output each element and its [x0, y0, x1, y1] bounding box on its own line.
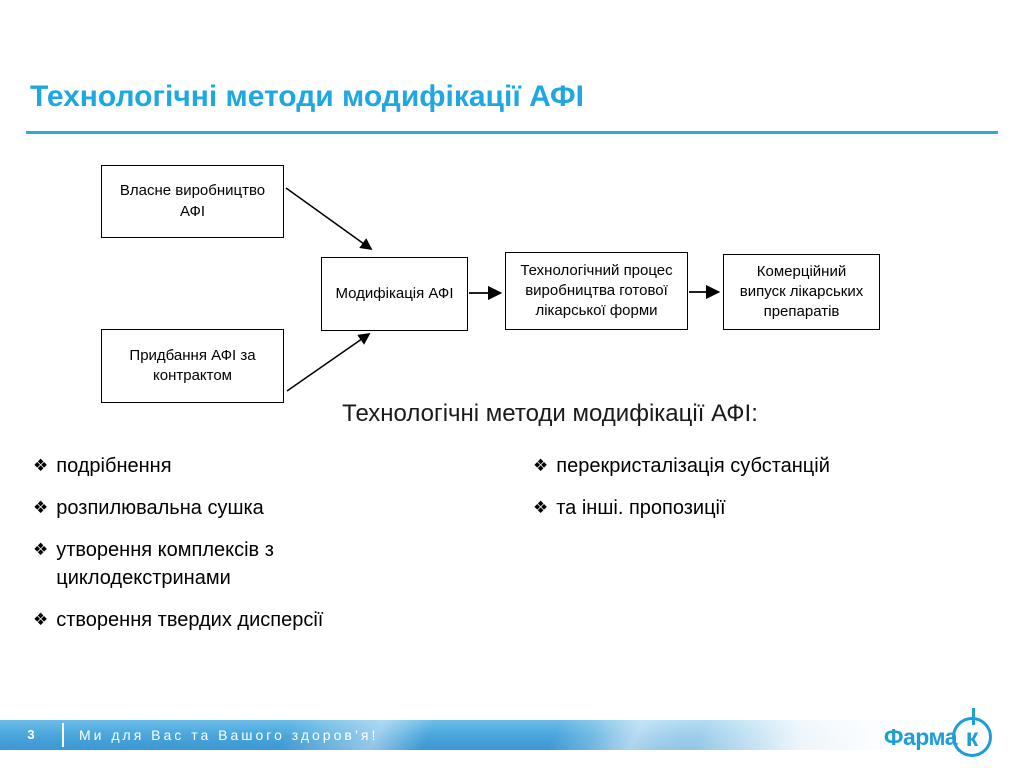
bullet-text: створення твердих дисперсії [56, 609, 324, 631]
flow-box-label: Власне виробництво АФІ [119, 182, 266, 220]
bullet-text: подрібнення [56, 455, 172, 477]
flow-box-label: Комерційний випуск лікарських препаратів [739, 262, 864, 321]
footer-slogan: Ми для Вас та Вашого здоров’я! [79, 727, 379, 743]
flow-box-label: Технологічний процес виробництва готової… [520, 261, 673, 320]
flow-box-contract-purchase: Придбання АФІ за контрактом [101, 329, 284, 403]
bullet-list-right: ❖ перекристалізація субстанцій ❖ та інші… [533, 452, 903, 536]
list-item: ❖ перекристалізація субстанцій [533, 452, 903, 480]
bullet-list-left: ❖ подрібнення ❖ розпилювальна сушка ❖ ут… [33, 452, 343, 648]
flow-box-label: Придбання АФІ за контрактом [129, 346, 256, 384]
diamond-bullet-icon: ❖ [533, 456, 549, 475]
flow-box-modification: Модифікація АФІ [321, 257, 468, 331]
logo-text: Фарма [883, 723, 958, 750]
bullet-text: утворення комплексів з циклодекстринами [56, 539, 274, 589]
title-underline [26, 131, 998, 134]
diamond-bullet-icon: ❖ [33, 610, 49, 629]
list-item: ❖ утворення комплексів з циклодекстринам… [33, 536, 343, 592]
page-number: 3 [27, 727, 35, 742]
diamond-bullet-icon: ❖ [533, 498, 549, 517]
diamond-bullet-icon: ❖ [33, 456, 49, 475]
list-item: ❖ створення твердих дисперсії [33, 606, 343, 634]
arrow-own-to-modification [285, 187, 373, 251]
logo-circle-icon: к [952, 708, 992, 757]
bullet-text: та інші. пропозиції [556, 497, 726, 519]
farmak-logo: Фарма к [883, 708, 992, 762]
list-item: ❖ розпилювальна сушка [33, 494, 343, 522]
flow-box-tech-process: Технологічний процес виробництва готової… [505, 252, 688, 330]
list-item: ❖ подрібнення [33, 452, 343, 480]
logo-letter-k: к [965, 723, 979, 752]
flow-box-commercial-release: Комерційний випуск лікарських препаратів [723, 254, 880, 330]
bullet-text: розпилювальна сушка [56, 497, 264, 519]
diamond-bullet-icon: ❖ [33, 498, 49, 517]
arrow-contract-to-modification [286, 332, 371, 392]
footer-bar: 3 Ми для Вас та Вашого здоров’я! [0, 720, 1024, 750]
list-item: ❖ та інші. пропозиції [533, 494, 903, 522]
footer-separator [62, 723, 64, 747]
diagram-caption: Технологічні методи модифікації АФІ: [342, 400, 758, 427]
bullet-text: перекристалізація субстанцій [556, 455, 830, 477]
flow-box-own-production: Власне виробництво АФІ [101, 165, 284, 238]
diamond-bullet-icon: ❖ [33, 540, 49, 559]
flow-box-label: Модифікація АФІ [335, 284, 454, 302]
page-title: Технологічні методи модифікації АФІ [30, 80, 584, 113]
